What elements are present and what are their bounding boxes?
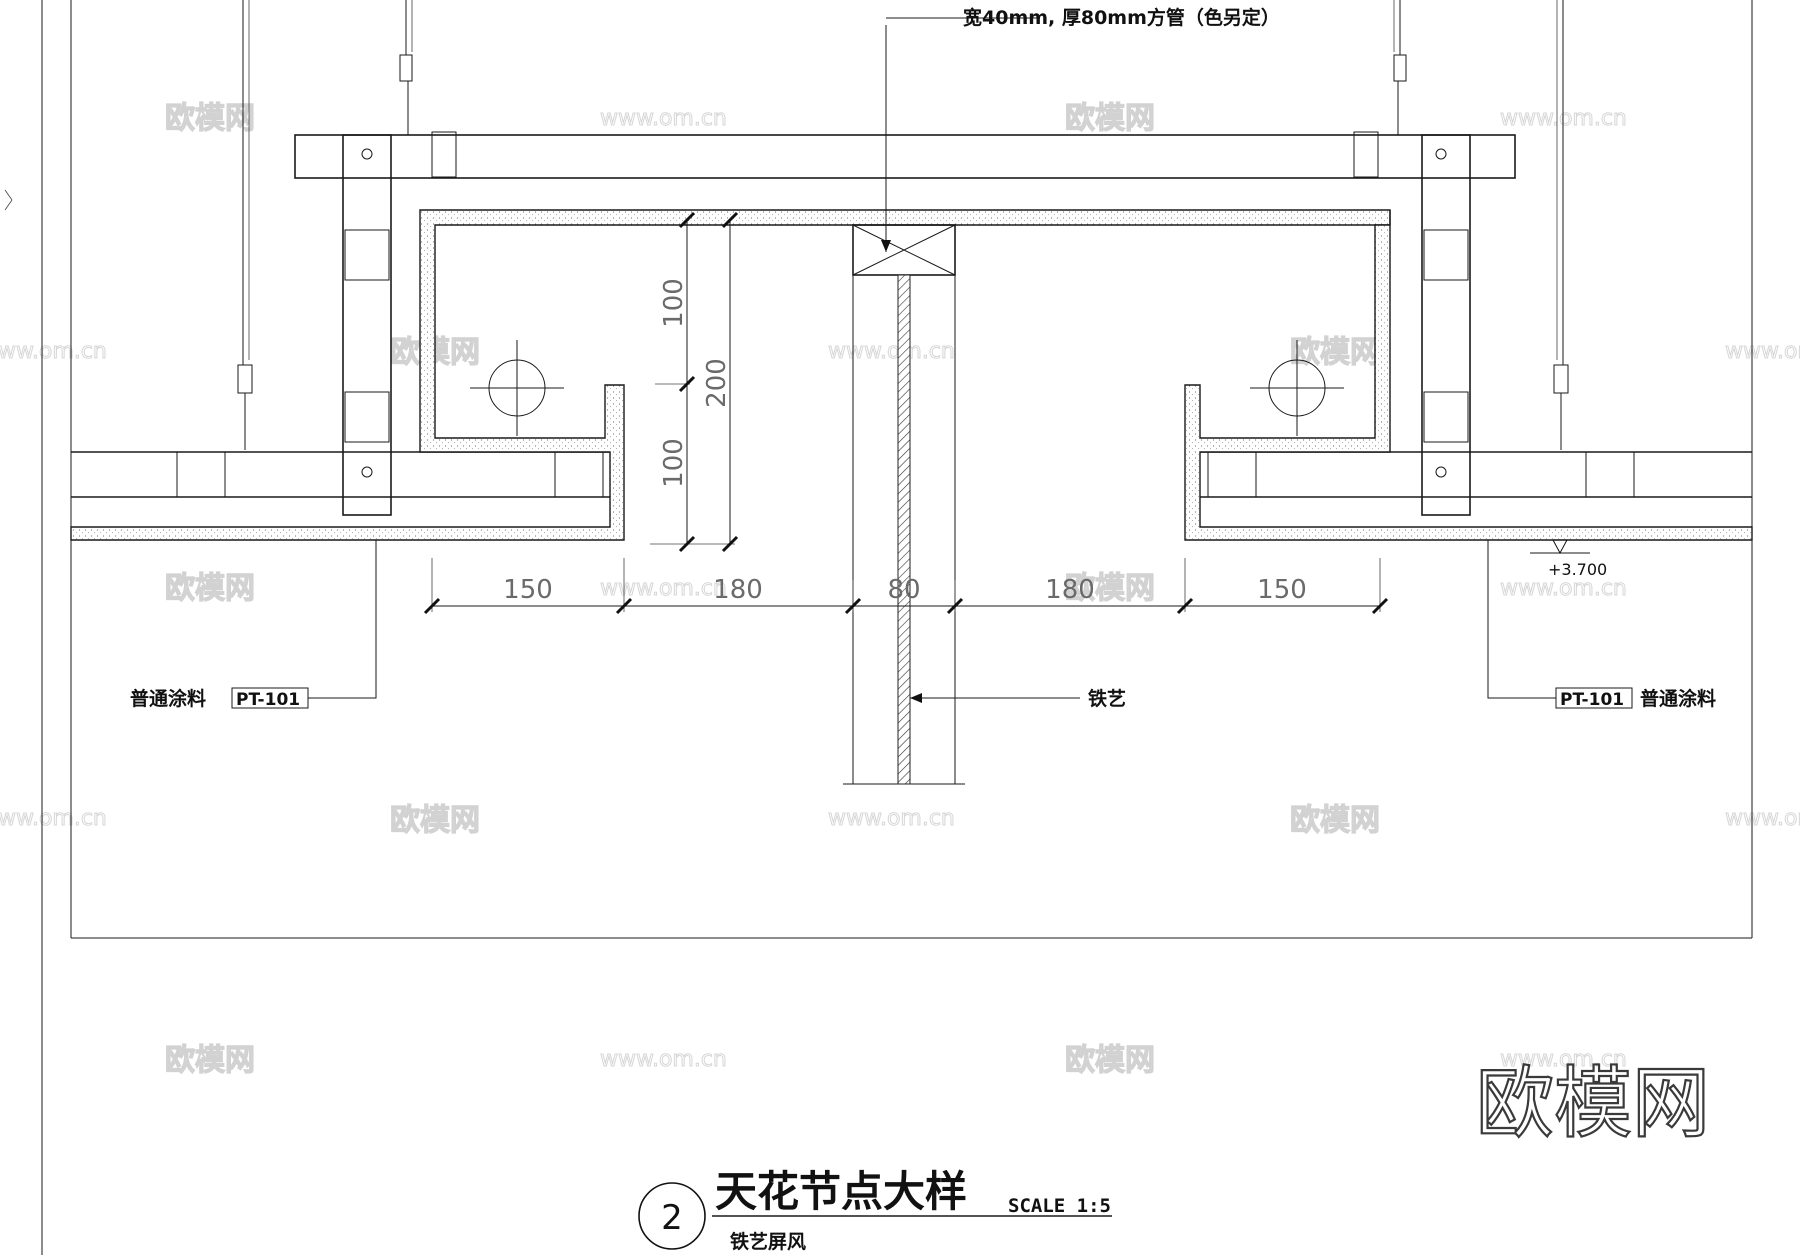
watermark-logo: 欧模网	[1290, 803, 1380, 838]
watermark-url: www.om.cn	[828, 806, 955, 831]
paint-label-right: 普通涂料	[1640, 687, 1716, 710]
dimension-h-5: 150	[1257, 575, 1307, 605]
watermark-logo: 欧模网	[390, 803, 480, 838]
sheet-frame	[4, 0, 1753, 1255]
watermark-layer: 欧模网 www.om.cn 欧模网 www.om.cn www.om.cn 欧模…	[0, 100, 1800, 1078]
watermark-url: www.om.cn	[0, 339, 107, 364]
watermark-url: www.om.cn	[1500, 1047, 1627, 1072]
annotations: 宽40mm, 厚80mm方管（色另定） 普通涂料 PT-101 PT-101 普…	[130, 6, 1716, 710]
watermark-url: www.om.cn	[0, 806, 107, 831]
watermark-url: www.om.cn	[600, 1047, 727, 1072]
watermark-logo: 欧模网	[165, 1043, 255, 1078]
watermark-url: www.om.cn	[1725, 806, 1800, 831]
dimension-h-2: 180	[713, 575, 763, 605]
watermark-url: www.om.cn	[1725, 339, 1800, 364]
downlight-symbols	[470, 340, 1344, 436]
watermark-url: www.om.cn	[1500, 576, 1627, 601]
elevation-label: +3.700	[1548, 560, 1607, 579]
lower-ceiling-joists	[71, 451, 1752, 498]
hanger-rods	[237, 0, 1569, 450]
paint-code-left: PT-101	[236, 690, 300, 710]
watermark-logo: 欧模网	[1065, 1043, 1155, 1078]
detail-number: 2	[661, 1198, 683, 1238]
dimension-vertical-lower: 100	[659, 438, 689, 488]
brand-watermark: 欧模网	[1476, 1059, 1710, 1149]
watermark-url: www.om.cn	[600, 106, 727, 131]
watermark-logo: 欧模网	[165, 571, 255, 606]
drawing-title-block: 2 天花节点大样 SCALE 1:5 铁艺屏风	[638, 1167, 1112, 1253]
upper-main-runner	[294, 131, 1516, 516]
drawing-title: 天花节点大样	[715, 1167, 967, 1216]
watermark-url: www.om.cn	[600, 576, 727, 601]
paint-label-left: 普通涂料	[130, 687, 206, 710]
scale-label: SCALE 1:5	[1008, 1195, 1111, 1217]
dimension-vertical-upper: 100	[659, 278, 689, 328]
watermark-logo: 欧模网	[165, 101, 255, 136]
drawing-subtitle: 铁艺屏风	[730, 1230, 806, 1253]
top-callout-label: 宽40mm, 厚80mm方管（色另定）	[963, 6, 1280, 29]
dimension-h-3: 80	[887, 575, 920, 605]
watermark-url: www.om.cn	[828, 339, 955, 364]
iron-art-label: 铁艺	[1088, 687, 1126, 710]
dimension-h-1: 150	[503, 575, 553, 605]
watermark-logo: 欧模网	[1290, 335, 1380, 370]
iron-screen	[843, 17, 1040, 785]
vertical-dimensions: 100 100 200	[650, 211, 739, 553]
horizontal-dimensions: 150 180 80 180 150	[423, 558, 1389, 615]
watermark-logo: 欧模网	[1065, 571, 1155, 606]
dimension-h-4: 180	[1045, 575, 1095, 605]
paint-code-right: PT-101	[1560, 690, 1624, 710]
dimension-vertical-total: 200	[702, 358, 732, 408]
watermark-logo: 欧模网	[1065, 101, 1155, 136]
gypsum-board	[70, 209, 1753, 541]
